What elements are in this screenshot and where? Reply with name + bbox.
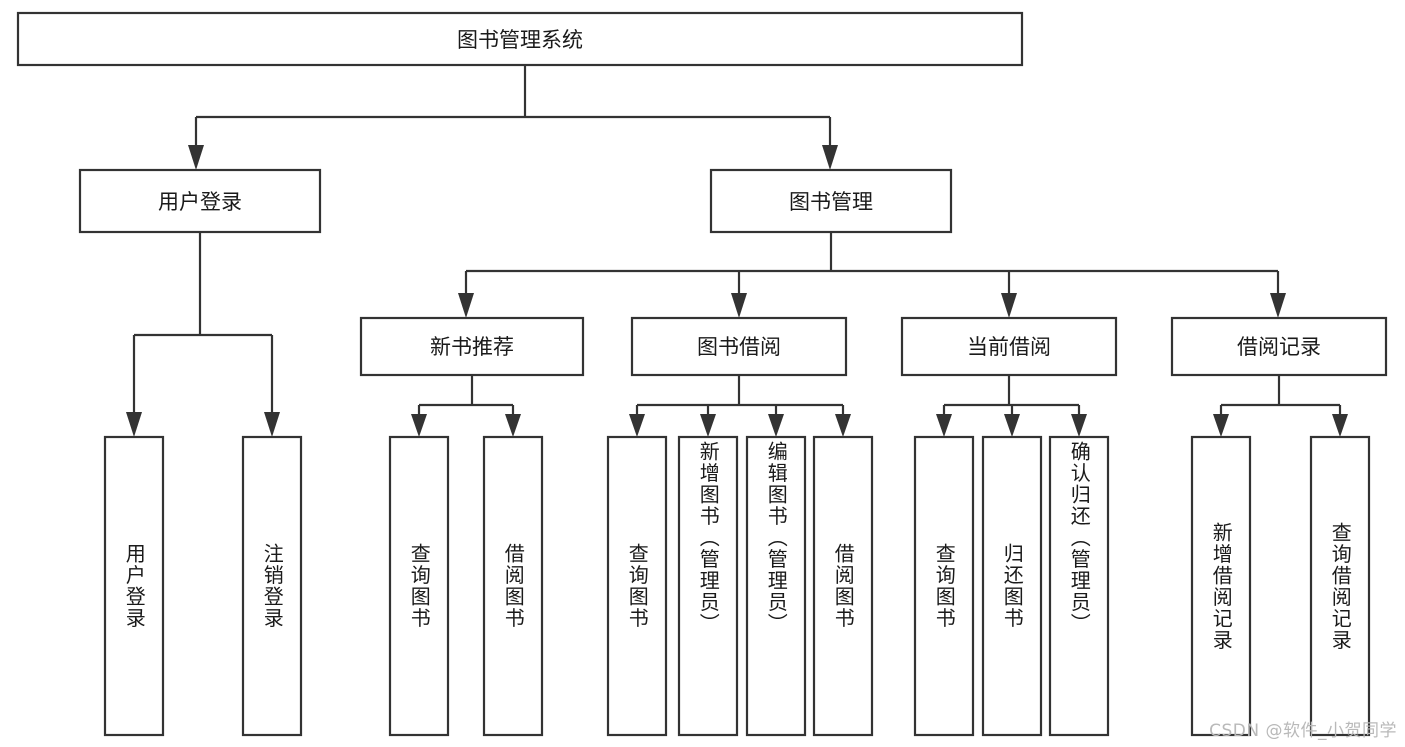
node-book-management-label: 图书管理 (789, 190, 873, 214)
leaf-node-nbr-query-book-box (388, 435, 450, 737)
leaf-node-cb-query-book-box (913, 435, 975, 737)
node-new-book-recommend[interactable]: 新书推荐 (359, 316, 585, 377)
node-borrow-record-label: 借阅记录 (1237, 335, 1321, 359)
node-book-borrow-label: 图书借阅 (697, 335, 781, 359)
csdn-watermark: CSDN @软件_小贺同学 (1209, 721, 1397, 741)
leaf-node-bb-add-book[interactable] (677, 435, 739, 737)
arrow-head-user-login (188, 145, 204, 170)
connector-root-to-level1 (188, 65, 838, 170)
leaf-node-nbr-borrow-book-box (482, 435, 544, 737)
node-root-box (16, 11, 1024, 67)
arrow-head-book-mgmt (822, 145, 838, 170)
node-current-borrow[interactable]: 当前借阅 (900, 316, 1118, 377)
leaf-node-bb-query-book[interactable] (606, 435, 668, 737)
leaf-node-user-login[interactable] (103, 435, 165, 737)
leaf-node-bb-edit-book-box (745, 435, 807, 737)
node-book-management-box (709, 168, 953, 234)
leaf-node-br-add-record-box (1190, 435, 1252, 737)
node-user-login[interactable]: 用户登录 (78, 168, 322, 234)
arrow-head-bb-edit (768, 414, 784, 437)
node-root-label: 图书管理系统 (457, 28, 583, 52)
arrow-head-current-borrow (1001, 293, 1017, 318)
arrow-head-nbr-borrow (505, 414, 521, 437)
node-book-management[interactable]: 图书管理 (709, 168, 953, 234)
leaf-node-bb-add-book-box (677, 435, 739, 737)
connector-user-login-to-leaves (126, 232, 280, 437)
leaf-node-logout-box (241, 435, 303, 737)
leaf-node-br-query-record-box (1309, 435, 1371, 737)
node-root[interactable]: 图书管理系统 (16, 11, 1024, 67)
leaf-node-cb-query-book[interactable] (913, 435, 975, 737)
arrow-head-cb-query (936, 414, 952, 437)
leaf-node-bb-query-book-box (606, 435, 668, 737)
node-book-borrow-box (630, 316, 848, 377)
arrow-head-new-book-rec (458, 293, 474, 318)
leaf-node-cb-confirm-return-box (1048, 435, 1110, 737)
leaf-node-bb-borrow-book[interactable] (812, 435, 874, 737)
leaf-node-logout[interactable] (241, 435, 303, 737)
connector-new-book-rec-to-leaves (411, 375, 521, 437)
connector-book-borrow-to-leaves (629, 375, 851, 437)
arrow-head-borrow-record (1270, 293, 1286, 318)
arrow-head-leaf-logout (264, 412, 280, 437)
leaf-node-cb-return-book-box (981, 435, 1043, 737)
node-current-borrow-box (900, 316, 1118, 377)
node-new-book-recommend-box (359, 316, 585, 377)
arrow-head-cb-return (1004, 414, 1020, 437)
node-book-borrow[interactable]: 图书借阅 (630, 316, 848, 377)
connector-current-borrow-to-leaves (936, 375, 1087, 437)
leaf-node-cb-confirm-return[interactable] (1048, 435, 1110, 737)
arrow-head-leaf-user-login (126, 412, 142, 437)
node-new-book-recommend-label: 新书推荐 (430, 335, 514, 359)
leaf-node-br-add-record[interactable] (1190, 435, 1252, 737)
arrow-head-br-query (1332, 414, 1348, 437)
node-user-login-label: 用户登录 (158, 190, 242, 214)
node-current-borrow-label: 当前借阅 (967, 335, 1051, 359)
leaf-node-bb-edit-book[interactable] (745, 435, 807, 737)
leaf-node-bb-borrow-book-box (812, 435, 874, 737)
arrow-head-nbr-query (411, 414, 427, 437)
leaf-node-br-query-record[interactable] (1309, 435, 1371, 737)
arrow-head-book-borrow (731, 293, 747, 318)
leaf-node-nbr-borrow-book[interactable] (482, 435, 544, 737)
arrow-head-bb-add (700, 414, 716, 437)
node-borrow-record[interactable]: 借阅记录 (1170, 316, 1388, 377)
leaf-node-cb-return-book[interactable] (981, 435, 1043, 737)
connector-borrow-record-to-leaves (1213, 375, 1348, 437)
connector-book-mgmt-to-level2 (458, 232, 1286, 318)
leaf-node-nbr-query-book[interactable] (388, 435, 450, 737)
arrow-head-bb-borrow (835, 414, 851, 437)
leaf-node-user-login-box (103, 435, 165, 737)
arrow-head-cb-confirm (1071, 414, 1087, 437)
node-borrow-record-box (1170, 316, 1388, 377)
arrow-head-br-add (1213, 414, 1229, 437)
arrow-head-bb-query (629, 414, 645, 437)
